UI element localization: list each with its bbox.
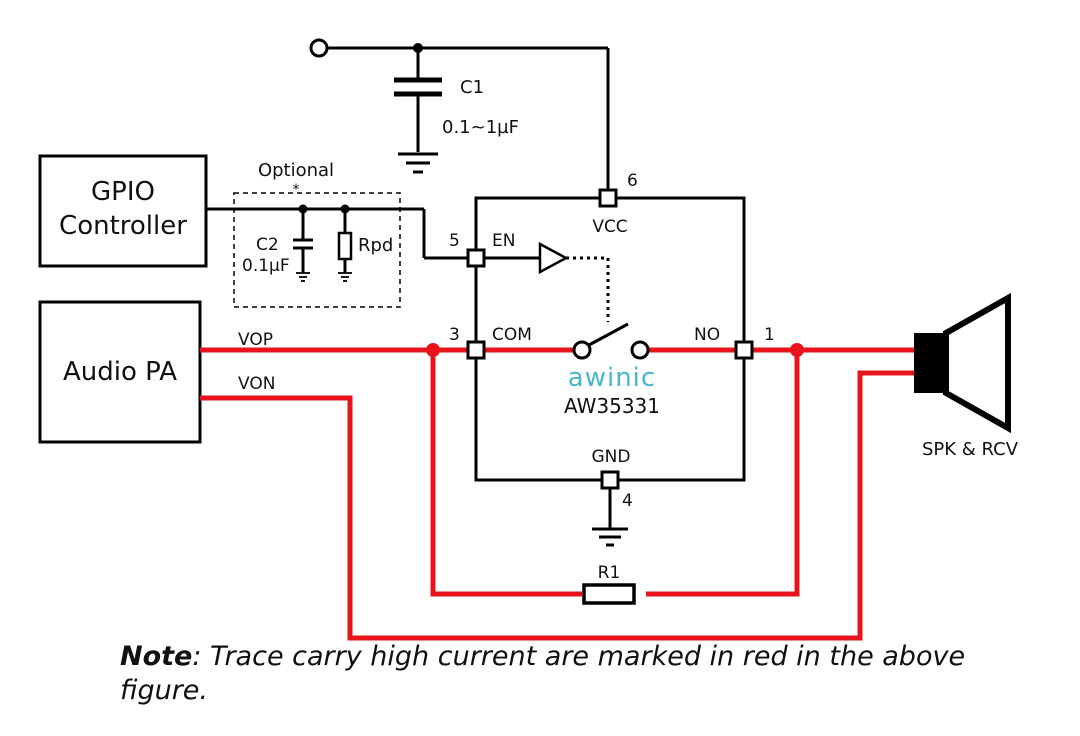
pin-gnd-number: 4 (622, 491, 633, 511)
capacitor-c2 (293, 238, 313, 250)
optional-asterisk: * (293, 182, 300, 198)
pin-vcc-number: 6 (627, 171, 638, 191)
note-text: Note: Trace carry high current are marke… (120, 640, 1020, 708)
junction-dot (426, 343, 440, 357)
resistor-rpd (337, 231, 353, 261)
pin-en-number: 5 (449, 231, 460, 251)
pin-gnd-name: GND (592, 447, 631, 467)
resistor-r1 (582, 583, 636, 605)
ground-icon (398, 152, 438, 174)
ground-icon (592, 527, 628, 547)
optional-label: Optional (258, 160, 334, 181)
pin-en-name: EN (492, 231, 515, 251)
pin-com (466, 340, 486, 360)
note-body: : Trace carry high current are marked in… (120, 641, 966, 706)
pin-gnd (600, 470, 620, 490)
pin-com-number: 3 (449, 325, 460, 345)
gpio-controller-block (38, 154, 208, 268)
c2-name: C2 (256, 235, 279, 255)
audio-pa-block (38, 300, 202, 444)
junction-dot (340, 204, 350, 214)
buffer-icon (538, 241, 569, 275)
vop-label: VOP (238, 330, 273, 350)
note-label: Note (120, 641, 193, 672)
rpd-label: Rpd (358, 235, 393, 256)
pin-en (466, 248, 486, 268)
gpio-label-line2: Controller (59, 211, 187, 241)
speaker-label: SPK & RCV (922, 439, 1019, 460)
pin-vcc (598, 188, 618, 208)
ground-icon (338, 272, 352, 282)
audio-pa-label: Audio PA (63, 357, 177, 387)
junction-dot (298, 204, 308, 214)
switch-icon (572, 322, 650, 360)
pin-com-name: COM (492, 325, 532, 345)
junction-dot (413, 43, 423, 53)
pin-no (734, 340, 754, 360)
junction-dot (790, 343, 804, 357)
chip-part-number: AW35331 (564, 394, 660, 418)
c2-value: 0.1µF (242, 256, 290, 276)
c1-name: C1 (460, 77, 484, 98)
pin-vcc-name: VCC (592, 217, 627, 237)
pin-no-name: NO (694, 325, 720, 345)
supply-terminal (309, 38, 329, 58)
pin-squares (466, 188, 754, 490)
speaker-icon (914, 292, 1011, 434)
signal-wires (206, 46, 612, 528)
capacitor-c1 (394, 77, 442, 97)
von-label: VON (238, 374, 275, 394)
control-dotted-line (566, 256, 610, 322)
pin-no-number: 1 (764, 325, 775, 345)
c1-value: 0.1~1µF (442, 117, 519, 138)
ground-icon (296, 272, 310, 282)
optional-box (233, 192, 401, 308)
chip-brand-logo: awinic (568, 363, 656, 393)
gpio-label-line1: GPIO (91, 177, 155, 207)
r1-label: R1 (598, 563, 621, 583)
high-current-traces (200, 347, 914, 641)
